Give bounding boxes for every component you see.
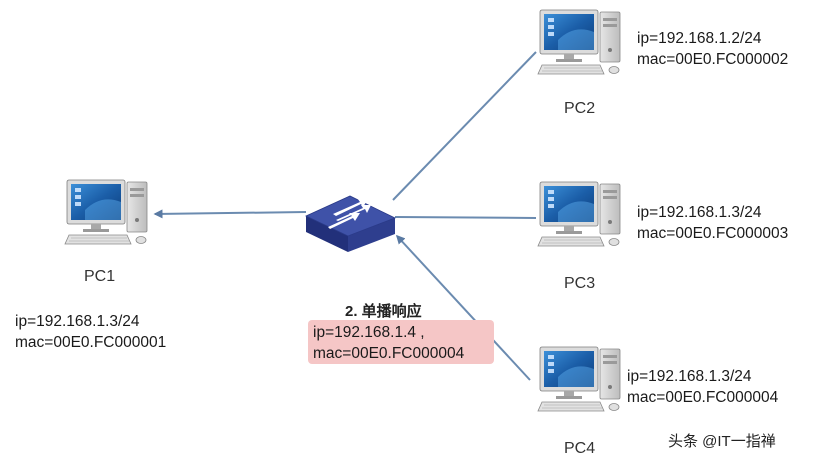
link-switch-pc3 [394,216,537,219]
pc4-ip: ip=192.168.1.3/24 [627,368,752,385]
annotation-ip: ip=192.168.1.4 , [313,324,425,341]
pc4-label: PC4 [564,440,596,457]
pc3-label: PC3 [564,275,596,292]
pc1-mac: mac=00E0.FC000001 [15,334,167,351]
pc1-icon [64,179,148,245]
pc1-ip: ip=192.168.1.3/24 [15,313,140,330]
pc3-icon [537,181,621,247]
annotation-info: ip=192.168.1.4 , mac=00E0.FC000004 [313,322,464,364]
annotation-highlight [308,320,494,364]
pc3-info: ip=192.168.1.3/24 mac=00E0.FC000003 [637,202,788,244]
switch-icon [305,195,397,252]
link-pc4-switch [395,234,531,381]
pc4-info: ip=192.168.1.3/24 mac=00E0.FC000004 [627,366,778,408]
step-title: 2. 单播响应 [345,303,422,320]
link-switch-pc2 [392,51,537,201]
pc3-ip: ip=192.168.1.3/24 [637,204,762,221]
pc2-mac: mac=00E0.FC000002 [637,51,789,68]
pc1-info: ip=192.168.1.3/24 mac=00E0.FC000001 [15,311,166,353]
pc4-mac: mac=00E0.FC000004 [627,389,779,406]
pc3-mac: mac=00E0.FC000003 [637,225,789,242]
pc2-label: PC2 [564,100,596,117]
pc4-icon [537,346,621,412]
link-switch-pc1 [153,209,307,219]
watermark: 头条 @IT一指禅 [668,433,776,450]
pc1-label: PC1 [84,268,116,285]
pc2-info: ip=192.168.1.2/24 mac=00E0.FC000002 [637,28,788,70]
pc2-ip: ip=192.168.1.2/24 [637,30,762,47]
pc2-icon [537,9,621,75]
annotation-mac: mac=00E0.FC000004 [313,345,465,362]
